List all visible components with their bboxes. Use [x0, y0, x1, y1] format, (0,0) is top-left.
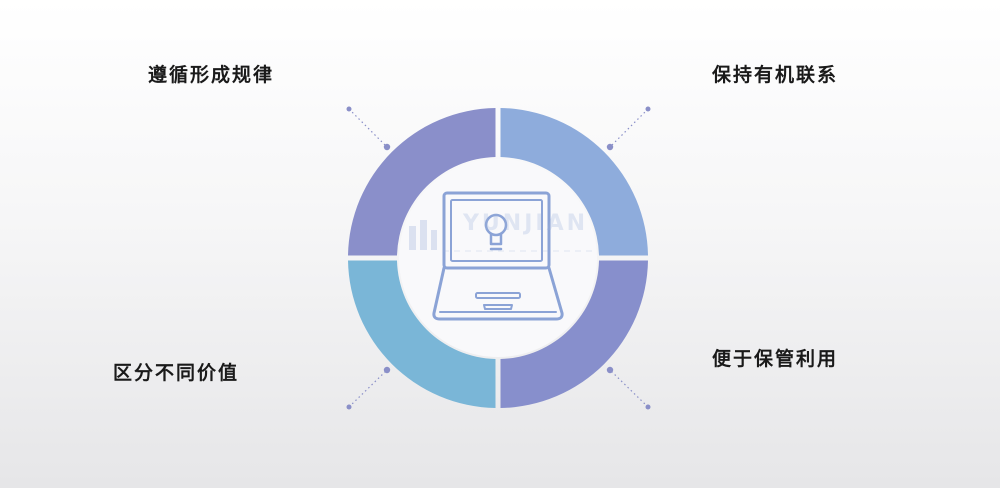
watermark-text: YUNJIAN: [462, 211, 588, 236]
connector-bottom-left: [346, 366, 391, 410]
connector-bottom-right: [606, 366, 651, 410]
connector-top-right: [606, 106, 651, 151]
ring-segment-bottom-left: [348, 260, 496, 408]
inner-disc: [399, 159, 597, 357]
laptop-lightbulb-icon: [432, 191, 564, 321]
connector-top-left: [346, 106, 391, 151]
label-follow-formation-rules: 遵循形成规律: [148, 64, 275, 86]
ring-segment-top-right: [500, 108, 648, 256]
label-convenient-storage-use: 便于保管利用: [712, 348, 839, 370]
label-maintain-organic-connection: 保持有机联系: [712, 64, 839, 86]
ring-segment-bottom-right: [500, 260, 648, 408]
watermark-logo: YUNJIAN: [409, 211, 596, 252]
label-distinguish-different-values: 区分不同价值: [113, 362, 240, 384]
ring-segment-top-left: [348, 108, 496, 256]
